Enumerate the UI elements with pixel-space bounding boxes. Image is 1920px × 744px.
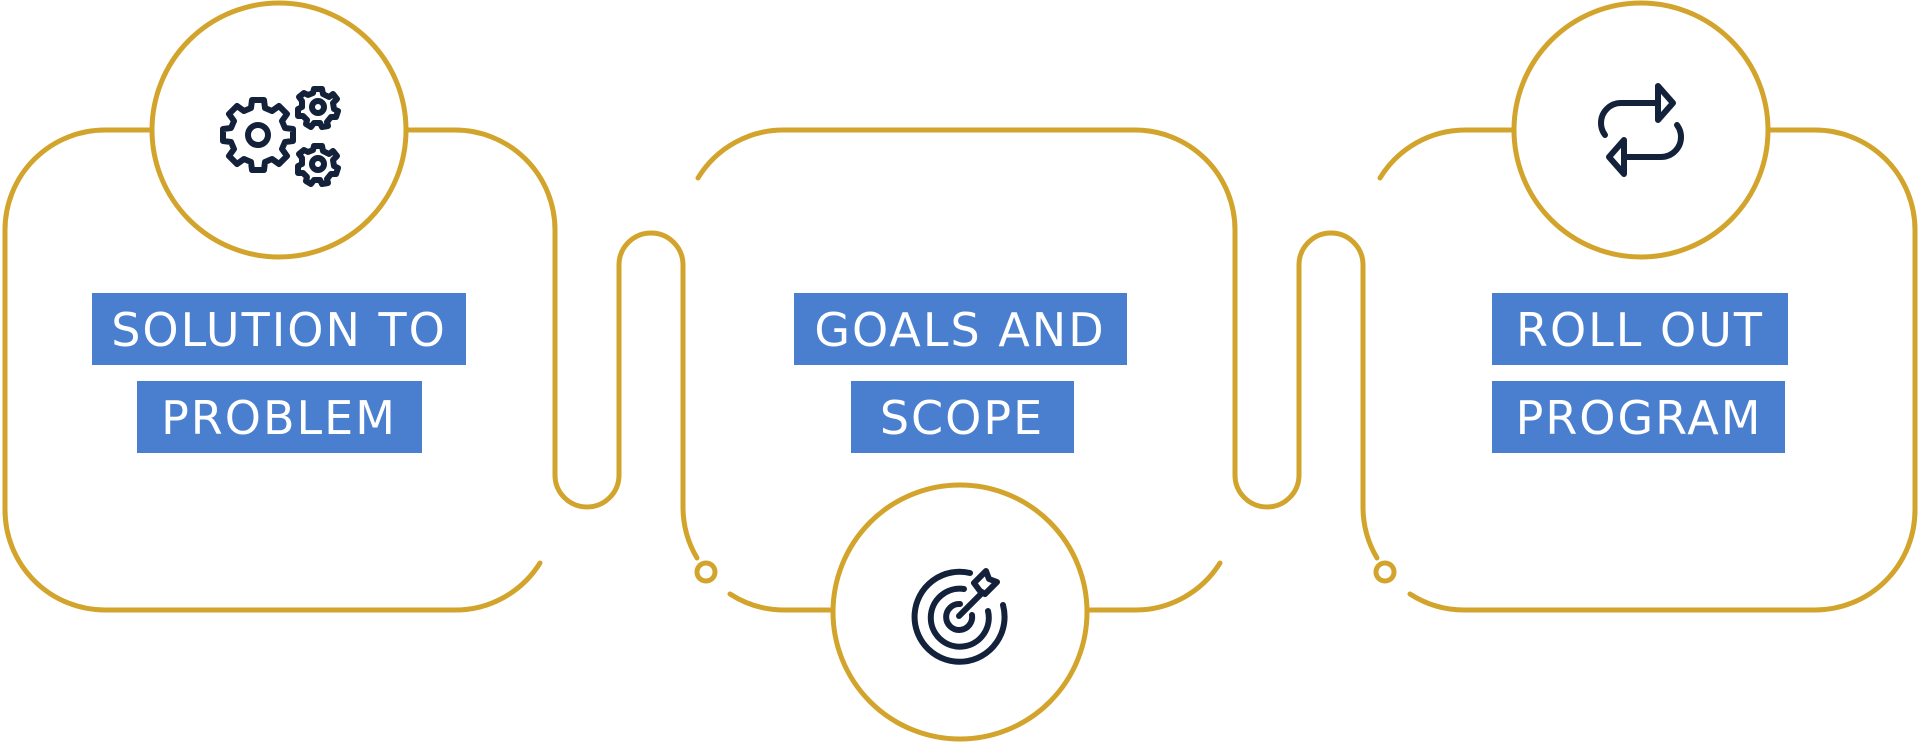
target-arrow-icon bbox=[911, 568, 1008, 665]
step-1-label-line-2: PROBLEM bbox=[161, 391, 397, 445]
step-2-label-box-2 bbox=[851, 381, 1074, 453]
flow-panel-1 bbox=[2, 127, 543, 613]
repeat-arrows-icon bbox=[1598, 83, 1684, 177]
step-2-label-box-1 bbox=[794, 293, 1127, 365]
flow-link-1-2 bbox=[402, 127, 700, 561]
gears-icon bbox=[220, 86, 341, 187]
flow-panel-3-right bbox=[1407, 127, 1918, 613]
step-1-circle bbox=[149, 0, 409, 260]
flow-dot-2 bbox=[1373, 560, 1397, 584]
flow-panel-3-top bbox=[1377, 127, 1518, 181]
flow-panel-2-bottom-right bbox=[1082, 560, 1223, 613]
flow-dot-1 bbox=[694, 560, 718, 584]
step-3-label-line-2: PROGRAM bbox=[1516, 391, 1763, 445]
step-2-label-line-2: SCOPE bbox=[880, 391, 1044, 445]
step-3-label-box-2 bbox=[1492, 381, 1785, 453]
step-3-label-box-1 bbox=[1492, 293, 1788, 365]
step-2-label-line-1: GOALS AND bbox=[814, 303, 1105, 357]
step-1-label-line-1: SOLUTION TO bbox=[111, 303, 447, 357]
step-1-label-box-1 bbox=[92, 293, 466, 365]
flow-panel-2-bottom bbox=[727, 591, 838, 613]
flow-panel-2-top bbox=[695, 127, 1380, 561]
step-1-label-box-2 bbox=[137, 381, 422, 453]
step-3-circle bbox=[1511, 0, 1771, 260]
flow-lines bbox=[2, 127, 1918, 613]
step-3-label-line-1: ROLL OUT bbox=[1516, 303, 1764, 357]
